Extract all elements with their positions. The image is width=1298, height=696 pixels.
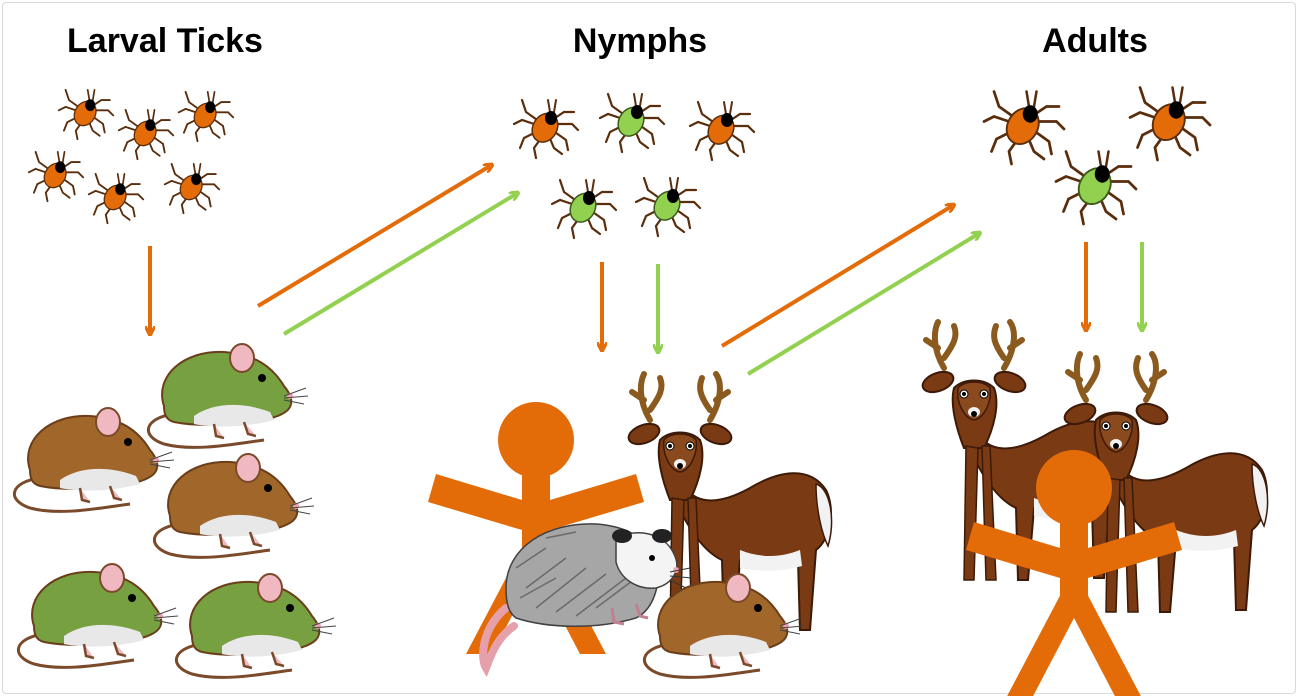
stage-title-larval-ticks: Larval Ticks [67, 22, 263, 60]
mouse-icon [148, 344, 308, 447]
tick-icon [552, 180, 616, 238]
arrow-icon [282, 194, 516, 336]
tick-icon [984, 92, 1064, 165]
mouse-icon [644, 574, 804, 677]
tick-icon [179, 92, 233, 141]
nymph-ticks-group [514, 94, 754, 238]
tick-icon [29, 152, 83, 201]
mouse-icon [154, 454, 314, 557]
stage-title-nymphs: Nymphs [572, 22, 708, 60]
tick-icon [89, 174, 143, 223]
tick-icon [600, 94, 664, 152]
tick-icon [119, 110, 173, 159]
mouse-icon [176, 574, 336, 677]
tick-icon [1056, 152, 1136, 225]
mouse-icon [18, 564, 178, 667]
larval-hosts-group [14, 344, 336, 677]
larval-ticks-group [29, 90, 233, 223]
nymph-hosts-group [428, 374, 832, 677]
arrows-group [150, 166, 1142, 376]
adult-hosts-group [920, 322, 1268, 696]
tick-icon [165, 164, 219, 213]
adult-ticks-group [984, 88, 1210, 225]
arrow-icon [746, 234, 978, 376]
tick-icon [59, 90, 113, 139]
tick-icon [690, 102, 754, 160]
arrow-icon [720, 206, 952, 348]
tick-icon [514, 100, 578, 158]
tick-icon [1130, 88, 1210, 161]
arrow-icon [256, 166, 490, 308]
tick-icon [636, 178, 700, 236]
stage-title-adults: Adults [1042, 22, 1148, 60]
